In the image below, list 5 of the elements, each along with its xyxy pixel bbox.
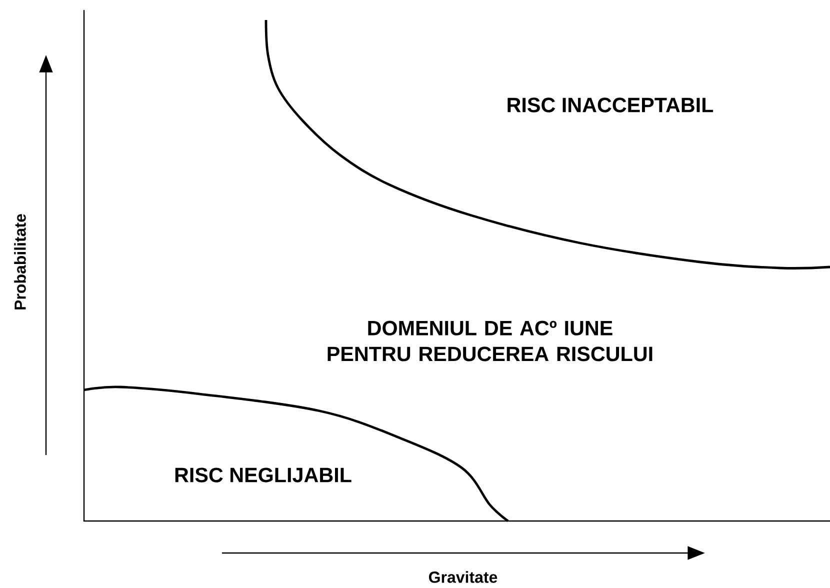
axis-label: Gravitate bbox=[428, 571, 498, 583]
region-label: RISC NEGLIJABIL bbox=[175, 468, 352, 482]
axis-label: Probabilitate bbox=[14, 214, 26, 310]
region-label: DOMENIUL DE ACº IUNE PENTRU REDUCEREA RISCULUI bbox=[328, 320, 652, 362]
region-label: RISC INACCEPTABIL bbox=[508, 98, 714, 112]
